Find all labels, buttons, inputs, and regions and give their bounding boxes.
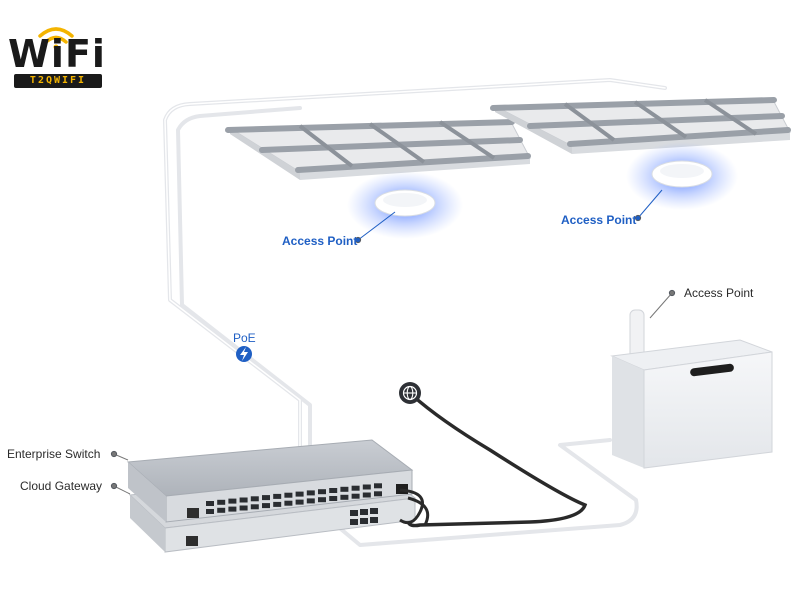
switch-port <box>318 489 326 495</box>
lightning-bolt-icon <box>236 346 252 362</box>
brand-logo: WiFi T2QWIFI <box>8 20 108 92</box>
switch-port <box>239 505 248 511</box>
switch-port <box>206 509 214 514</box>
switch-port <box>340 494 349 500</box>
access-point-1-label: Access Point <box>282 234 358 248</box>
access-point-2-device <box>626 142 738 210</box>
switch-port <box>273 501 282 507</box>
switch-port <box>250 504 259 510</box>
enterprise-switch-label: Enterprise Switch <box>7 447 101 461</box>
logo-wordmark: WiFi <box>8 32 106 76</box>
switch-port <box>374 483 382 489</box>
callout-leaders <box>110 189 676 495</box>
switch-port <box>329 496 338 501</box>
cloud-gateway-label: Cloud Gateway <box>20 479 103 493</box>
switch-port <box>284 492 293 498</box>
switch-port <box>374 491 382 497</box>
switch-port <box>351 493 360 499</box>
switch-port <box>228 498 237 504</box>
access-point-3-label: Access Point <box>684 286 754 300</box>
ceiling-panel-2 <box>490 97 791 154</box>
internet-cable <box>405 393 588 528</box>
access-point-3-device <box>610 309 773 469</box>
enterprise-switch-device <box>126 439 414 523</box>
switch-port <box>351 485 360 491</box>
switch-port <box>217 507 226 513</box>
switch-port <box>284 500 293 506</box>
switch-port <box>206 501 214 506</box>
switch-port <box>273 493 282 499</box>
switch-port <box>295 491 304 497</box>
switch-port <box>306 490 315 496</box>
switch-port <box>250 496 259 502</box>
globe-icon <box>399 382 421 404</box>
access-point-1-device <box>347 171 463 239</box>
logo-tagline: T2QWIFI <box>14 74 102 88</box>
switch-port <box>329 488 338 493</box>
switch-port <box>262 503 270 509</box>
poe-label: PoE <box>233 331 256 345</box>
switch-port <box>228 506 237 512</box>
switch-port <box>362 484 371 490</box>
switch-port <box>217 499 226 505</box>
switch-port <box>318 497 326 503</box>
switch-port <box>362 492 371 498</box>
access-point-2-label: Access Point <box>561 213 637 227</box>
ceiling-panel-1 <box>225 119 531 180</box>
switch-port <box>239 497 248 503</box>
switch-port <box>306 498 315 504</box>
switch-port <box>295 499 304 505</box>
wifi-logo-icon <box>38 27 74 50</box>
switch-port <box>340 486 349 492</box>
switch-port <box>262 495 270 501</box>
